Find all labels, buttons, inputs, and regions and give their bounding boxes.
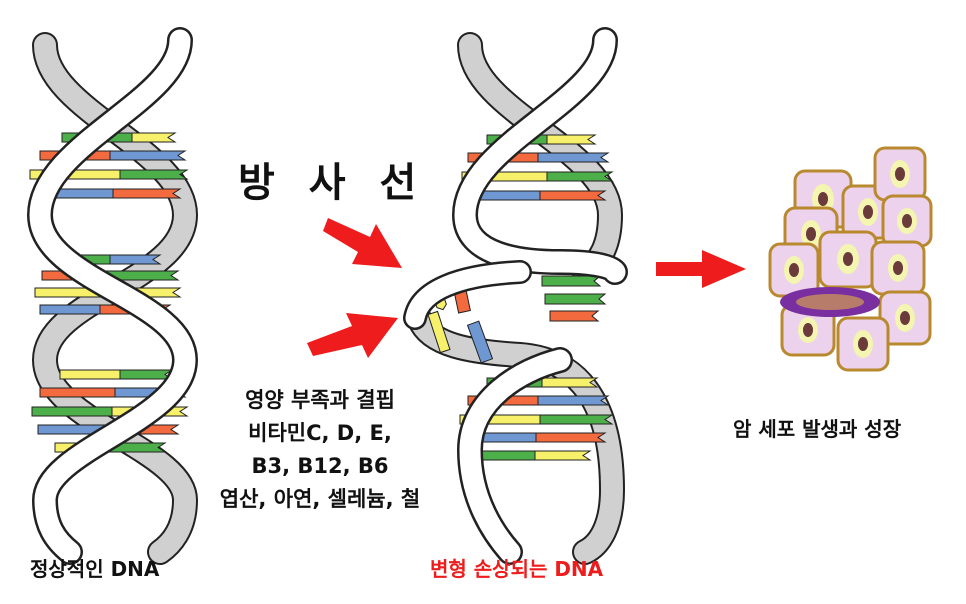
normal-dna-caption: 정상적인 DNA — [30, 557, 160, 581]
damaged-dna-caption: 변형 손상되는 DNA — [430, 557, 604, 581]
damaged-dna-helix — [403, 27, 628, 565]
cell — [818, 230, 878, 289]
cancer-cell-cluster-icon — [768, 146, 933, 372]
cell — [873, 146, 927, 202]
normal-dna-helix — [26, 27, 199, 565]
red-arrow-icon — [307, 313, 398, 358]
cell — [881, 194, 933, 248]
highlighted-cell — [780, 287, 880, 317]
cell — [768, 242, 820, 298]
cell — [836, 316, 890, 372]
red-arrow-icon — [656, 250, 746, 288]
cause-line: 비타민C, D, E, — [248, 421, 392, 445]
cause-line: B3, B12, B6 — [251, 454, 389, 478]
cancer-cell-caption: 암 세포 발생과 성장 — [733, 417, 902, 441]
radiation-label: 방 사 선 — [238, 160, 427, 206]
nutrient-deficiency-label: 영양 부족과 결핍 비타민C, D, E, B3, B12, B6 엽산, 아연… — [205, 384, 435, 516]
cause-line: 엽산, 아연, 셀레늄, 철 — [219, 487, 421, 511]
cell — [870, 240, 926, 296]
cause-line: 영양 부족과 결핍 — [245, 388, 395, 412]
red-arrow-icon — [323, 218, 402, 268]
